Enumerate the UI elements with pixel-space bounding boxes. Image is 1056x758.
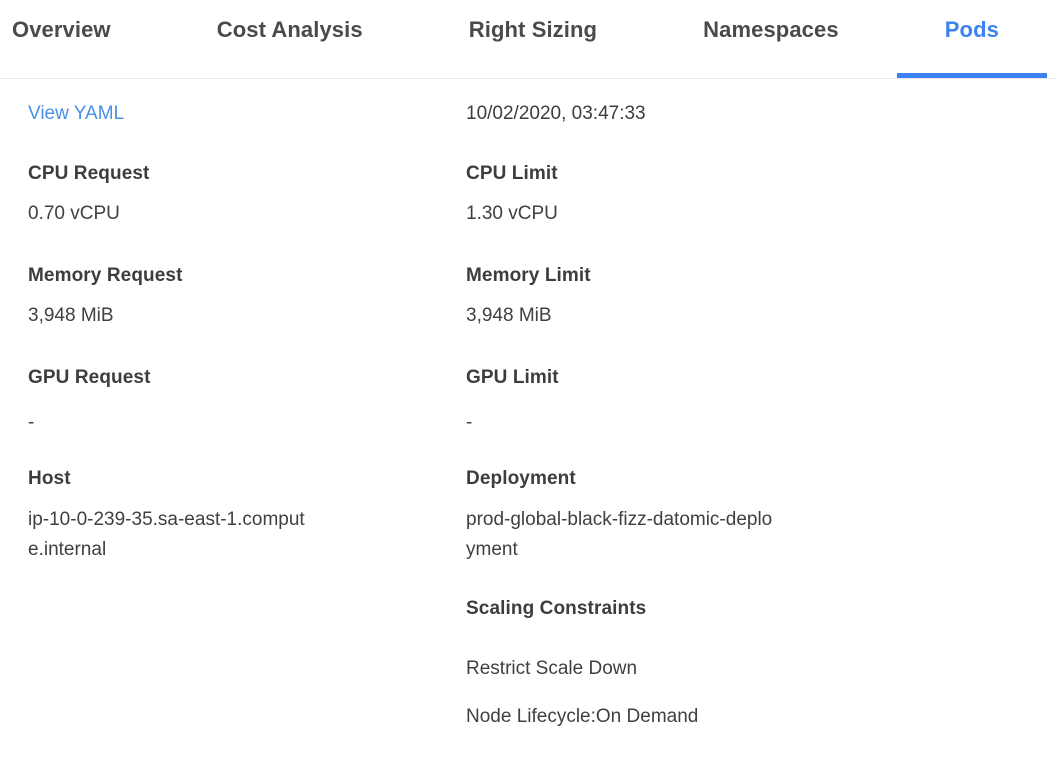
tab-right-sizing[interactable]: Right Sizing	[468, 17, 598, 42]
scaling-constraint-item: Node Lifecycle:On Demand	[466, 706, 699, 727]
field-label: CPU Request	[28, 163, 150, 184]
field-value: 1.30 vCPU	[466, 203, 558, 224]
field-label: CPU Limit	[466, 163, 558, 184]
details-right-column: 10/02/2020, 03:47:33 CPU Limit 1.30 vCPU…	[466, 102, 1056, 753]
tab-bar: Overview Cost Analysis Right Sizing Name…	[0, 0, 1056, 79]
field-label: GPU Limit	[466, 367, 559, 388]
pod-details-panel: View YAML CPU Request 0.70 vCPU Memory R…	[0, 79, 1056, 753]
field-label: Memory Limit	[466, 265, 591, 286]
field-value: -	[28, 412, 35, 433]
field-label: Host	[28, 468, 71, 489]
field-value: 3,948 MiB	[466, 305, 552, 326]
field-value: 0.70 vCPU	[28, 203, 120, 224]
field-gpu-limit: GPU Limit -	[466, 366, 1056, 435]
field-cpu-limit: CPU Limit 1.30 vCPU	[466, 162, 1056, 226]
host-link[interactable]: ip-10-0-239-35.sa-east-1.compute.interna…	[28, 509, 305, 560]
tab-namespaces[interactable]: Namespaces	[703, 17, 839, 42]
tab-overview[interactable]: Overview	[12, 17, 111, 42]
scaling-constraints-title: Scaling Constraints	[466, 598, 647, 619]
field-label: GPU Request	[28, 367, 151, 388]
deployment-link[interactable]: prod-global-black-fizz-datomic-deploymen…	[466, 509, 773, 560]
field-memory-limit: Memory Limit 3,948 MiB	[466, 264, 1056, 328]
field-value: 3,948 MiB	[28, 305, 114, 326]
field-memory-request: Memory Request 3,948 MiB	[28, 264, 466, 328]
field-label: Memory Request	[28, 265, 183, 286]
field-value: -	[466, 412, 473, 433]
scaling-constraint-item: Restrict Scale Down	[466, 658, 638, 679]
field-host: Host ip-10-0-239-35.sa-east-1.compute.in…	[28, 467, 466, 565]
field-deployment: Deployment prod-global-black-fizz-datomi…	[466, 467, 1056, 565]
field-label: Deployment	[466, 468, 576, 489]
field-gpu-request: GPU Request -	[28, 366, 466, 435]
details-left-column: View YAML CPU Request 0.70 vCPU Memory R…	[28, 102, 466, 753]
field-cpu-request: CPU Request 0.70 vCPU	[28, 162, 466, 226]
creation-timestamp: 10/02/2020, 03:47:33	[466, 103, 646, 124]
tab-cost-analysis[interactable]: Cost Analysis	[216, 17, 363, 42]
view-yaml-link[interactable]: View YAML	[28, 103, 125, 124]
tab-pods[interactable]: Pods	[896, 0, 1048, 78]
scaling-constraints-section: Scaling Constraints Restrict Scale Down …	[466, 597, 1056, 729]
